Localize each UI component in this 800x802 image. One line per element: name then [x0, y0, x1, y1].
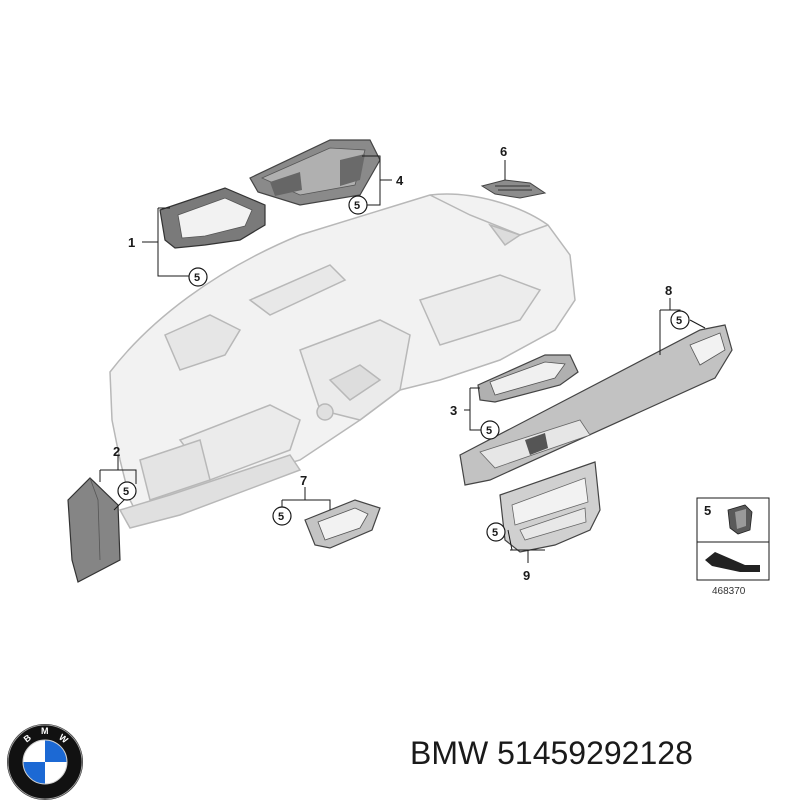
clip-circle: 5 [117, 481, 137, 501]
inset-clip-label: 5 [704, 503, 711, 518]
callout-7: 7 [300, 473, 307, 488]
callout-labels: 1 2 3 4 6 7 8 9 [113, 144, 672, 583]
callout-2: 2 [113, 444, 120, 459]
leader-lines [99, 155, 706, 563]
bmw-logo: B M W [7, 724, 83, 800]
part-4-display-trim [249, 139, 381, 206]
part-number-label: BMW 51459292128 [410, 735, 693, 771]
svg-text:5: 5 [123, 486, 129, 498]
part-8-trim-strip [459, 324, 733, 486]
clip-circle: 5 [486, 522, 506, 542]
part-9-lower-panel [499, 461, 601, 553]
svg-text:5: 5 [486, 425, 492, 437]
callout-1: 1 [128, 235, 135, 250]
callout-3: 3 [450, 403, 457, 418]
part-3-vent-frame [477, 354, 579, 403]
part-6-vent-trim [480, 179, 547, 199]
clip-circle: 5 [348, 195, 368, 215]
legend-inset: 5 468370 [696, 497, 770, 597]
part-7-vent-bezel [304, 499, 381, 549]
svg-text:5: 5 [492, 527, 498, 539]
diagram-reference-number: 468370 [712, 586, 746, 597]
svg-text:5: 5 [354, 200, 360, 212]
tool-icon [705, 552, 760, 572]
callout-9: 9 [523, 568, 530, 583]
svg-text:M: M [41, 726, 49, 736]
svg-text:B: B [22, 732, 34, 744]
clip-reference-circles: 5 5 5 5 5 5 5 [117, 195, 690, 542]
clip-circle: 5 [272, 506, 292, 526]
clip-circle: 5 [480, 420, 500, 440]
part-1-display-frame [159, 187, 266, 249]
svg-text:5: 5 [194, 272, 200, 284]
callout-8: 8 [665, 283, 672, 298]
callout-4: 4 [396, 173, 404, 188]
clip-circle: 5 [670, 310, 690, 330]
callout-6: 6 [500, 144, 507, 159]
svg-text:5: 5 [278, 511, 284, 523]
dashboard-body [109, 193, 576, 529]
svg-text:5: 5 [676, 315, 682, 327]
clip-icon [727, 504, 753, 535]
part-2-side-trim [67, 477, 121, 583]
clip-circle: 5 [188, 267, 208, 287]
